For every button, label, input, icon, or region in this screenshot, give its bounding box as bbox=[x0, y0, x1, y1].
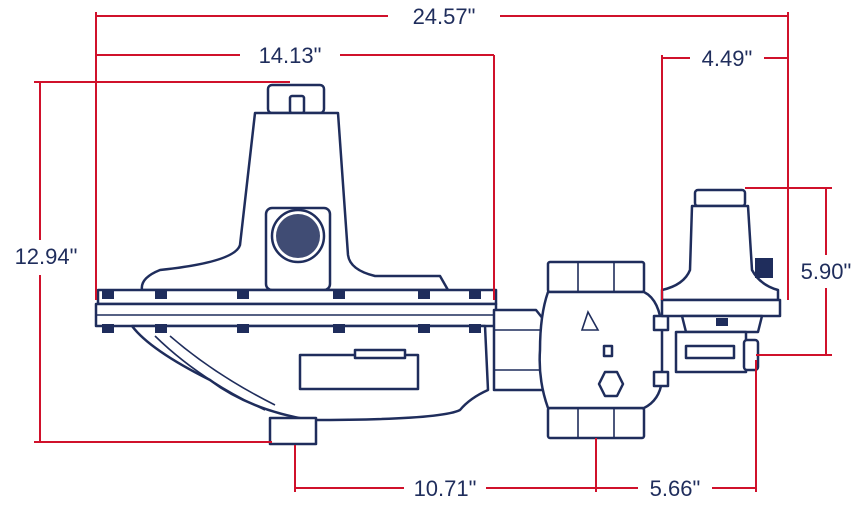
dimension-base-to-center: 10.71" bbox=[294, 438, 597, 501]
dimension-overall-width: 24.57" bbox=[95, 4, 789, 300]
pilot-height-label: 5.90" bbox=[801, 259, 852, 284]
dimension-center-to-pilot: 5.66" bbox=[596, 360, 757, 501]
center-to-pilot-label: 5.66" bbox=[650, 476, 701, 501]
pilot-width-label: 4.49" bbox=[702, 46, 753, 71]
pilot-regulator bbox=[660, 188, 782, 374]
dimension-overall-height: 12.94" bbox=[15, 81, 290, 443]
dimension-pilot-height: 5.90" bbox=[745, 187, 852, 356]
body-width-label: 14.13" bbox=[259, 43, 322, 68]
overall-width-label: 24.57" bbox=[413, 4, 476, 29]
coupling bbox=[492, 308, 546, 392]
valve-body bbox=[538, 260, 670, 440]
dimension-pilot-width: 4.49" bbox=[661, 46, 788, 300]
flange-bolts bbox=[102, 290, 481, 333]
overall-height-label: 12.94" bbox=[15, 244, 78, 269]
main-regulator bbox=[94, 83, 498, 446]
dimension-body-width: 14.13" bbox=[96, 43, 495, 300]
base-to-center-label: 10.71" bbox=[414, 476, 477, 501]
